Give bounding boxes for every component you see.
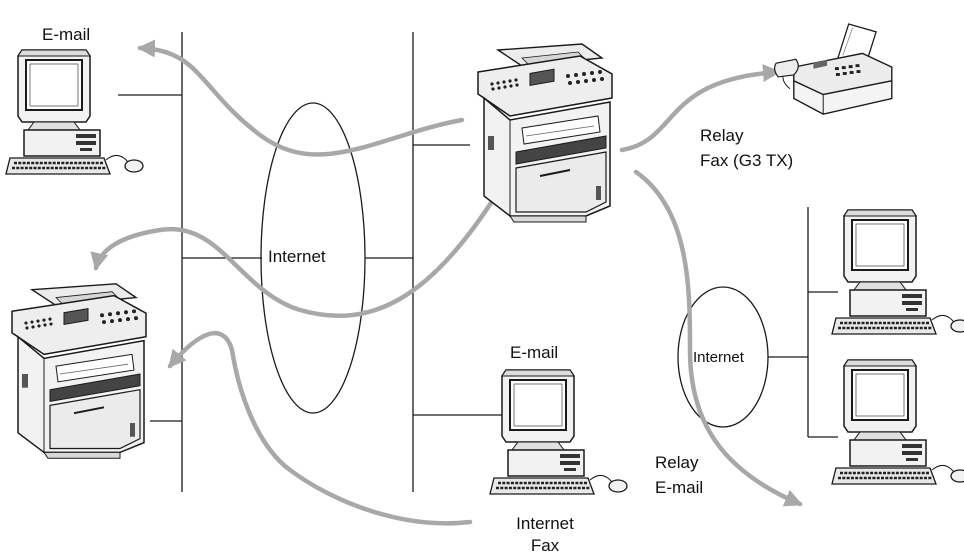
email-top-left-label: E-mail	[42, 25, 91, 44]
arrow-internet-fax-to-left-mfc	[167, 331, 473, 526]
relay-email-line1-label: Relay	[655, 453, 699, 472]
flow-arrows	[90, 39, 803, 526]
desktop-computer-icon	[830, 208, 964, 336]
relay-fax-line2-label: Fax (G3 TX)	[700, 151, 794, 170]
internet-right-label: Internet	[693, 349, 744, 366]
internet-main-label: Internet	[268, 247, 326, 266]
relay-email-line2-label: E-mail	[655, 478, 704, 497]
desktop-computer-icon	[488, 368, 629, 496]
internet-cloud-main	[260, 102, 366, 414]
multifunction-printer-icon	[477, 43, 613, 223]
multifunction-printer-icon	[11, 282, 147, 460]
fax-machine-icon	[773, 23, 893, 115]
network-lines	[118, 32, 838, 492]
arrow-relay-to-email	[633, 169, 803, 507]
email-bottom-label: E-mail	[510, 343, 559, 362]
internet-fax-line2-label: Fax	[530, 536, 560, 555]
desktop-computer-icon	[4, 48, 145, 176]
arrow-relay-to-fax	[619, 64, 781, 153]
relay-fax-line1-label: Relay	[700, 126, 744, 145]
internet-cloud-right	[677, 286, 769, 428]
internet-fax-line1-label: Internet	[516, 514, 574, 533]
desktop-computer-icon	[830, 358, 964, 486]
arrow-mfc-to-email-pc	[137, 39, 465, 157]
arrow-mfc-to-left-mfc	[90, 189, 501, 319]
